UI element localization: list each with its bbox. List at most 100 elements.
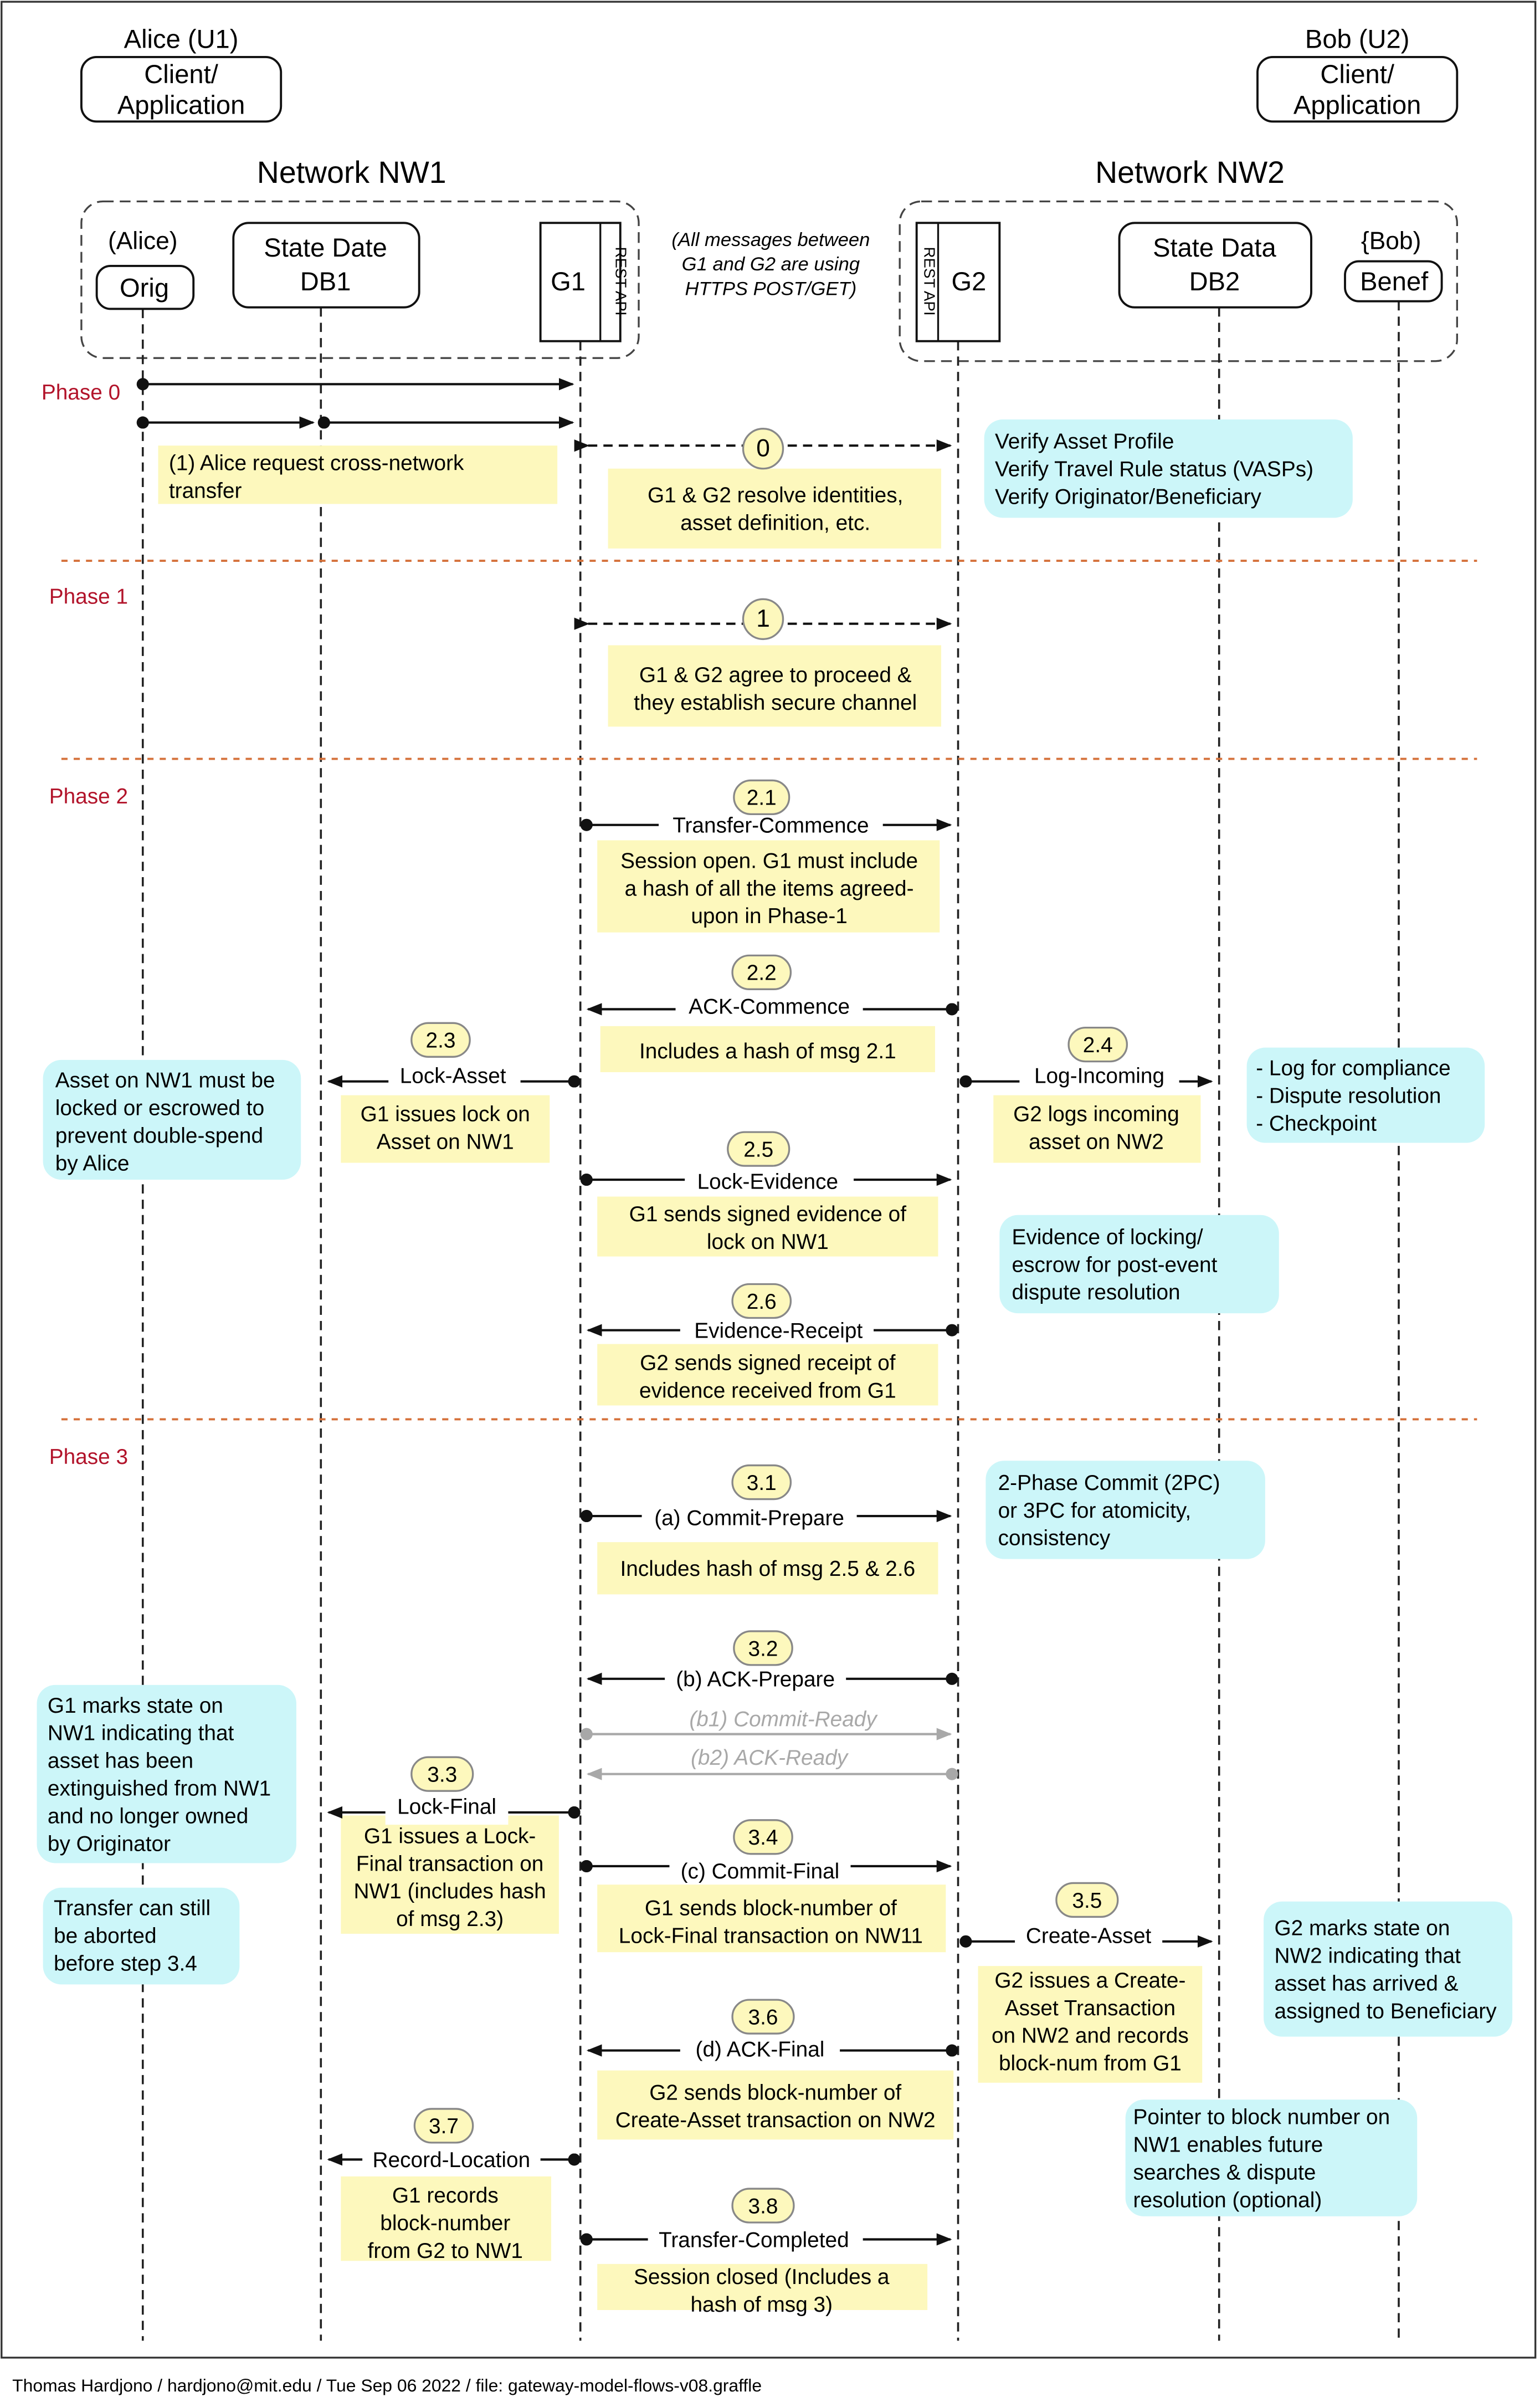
msg-b2-label: (b2) ACK-Ready: [691, 1746, 849, 1770]
badge-2-5: 2.5: [727, 1131, 790, 1167]
node-g1: G1 REST API: [539, 222, 629, 342]
svg-text:asset definition, etc.: asset definition, etc.: [680, 511, 870, 535]
node-db1: State Date DB1: [232, 222, 420, 309]
svg-text:prevent double-spend: prevent double-spend: [55, 1124, 263, 1148]
svg-text:3.6: 3.6: [748, 2005, 778, 2029]
svg-text:3.3: 3.3: [427, 1763, 457, 1787]
cyan-log: - Log for compliance- Dispute resolution…: [1256, 1057, 1451, 1136]
svg-text:searches & dispute: searches & dispute: [1133, 2160, 1316, 2184]
svg-text:G2 logs incoming: G2 logs incoming: [1013, 1103, 1179, 1126]
svg-text:2.4: 2.4: [1083, 1033, 1113, 1057]
svg-text:NW2 indicating that: NW2 indicating that: [1274, 1944, 1461, 1968]
cyan-2pc: 2-Phase Commit (2PC) or 3PC for atomicity…: [998, 1471, 1220, 1550]
svg-text:a hash of all the items agreed: a hash of all the items agreed-: [625, 877, 914, 900]
note-1: G1 & G2 agree to proceed &they establish…: [634, 663, 917, 715]
msg-2-1-label: Transfer-Commence: [673, 814, 869, 838]
svg-text:G1 records: G1 records: [392, 2184, 499, 2208]
msg-2-2-label: ACK-Commence: [689, 995, 850, 1019]
badge-2-1: 2.1: [733, 779, 790, 816]
msg-3-4-label: (c) Commit-Final: [681, 1860, 840, 1883]
svg-text:Final transaction on: Final transaction on: [356, 1852, 544, 1876]
svg-text:1: 1: [756, 605, 770, 632]
actor-bob-line1: Client/: [1320, 59, 1394, 89]
svg-text:Create-Asset transaction on NW: Create-Asset transaction on NW2: [615, 2108, 936, 2132]
svg-text:block-num from G1: block-num from G1: [999, 2052, 1182, 2076]
note-3-1: Includes hash of msg 2.5 & 2.6: [620, 1557, 915, 1581]
node-benef-label: Benef: [1360, 267, 1429, 296]
svg-text:escrow for post-event: escrow for post-event: [1012, 1253, 1218, 1277]
phase-2-label: Phase 2: [49, 785, 128, 808]
phase-dividers: [61, 560, 1477, 1421]
svg-text:Includes hash of msg 2.5 & 2.6: Includes hash of msg 2.5 & 2.6: [620, 1557, 915, 1581]
svg-text:Includes a hash of msg 2.1: Includes a hash of msg 2.1: [639, 1039, 896, 1063]
svg-text:asset has been: asset has been: [48, 1749, 193, 1773]
svg-text:0: 0: [756, 435, 770, 462]
svg-text:evidence received from G1: evidence received from G1: [639, 1379, 896, 1403]
msg-3-6-label: (d) ACK-Final: [696, 2038, 825, 2062]
svg-text:2.5: 2.5: [743, 1138, 773, 1161]
node-orig-tag: (Alice): [108, 227, 178, 254]
node-g1-label: G1: [551, 267, 586, 296]
svg-text:G2 sends signed receipt of: G2 sends signed receipt of: [640, 1351, 896, 1375]
svg-text:locked or escrowed to: locked or escrowed to: [55, 1097, 264, 1120]
svg-text:2-Phase Commit (2PC): 2-Phase Commit (2PC): [998, 1471, 1220, 1495]
msg-3-3-label: Lock-Final: [397, 1795, 496, 1819]
actor-alice-line1: Client/: [144, 59, 218, 89]
svg-text:G1 marks state on: G1 marks state on: [48, 1694, 223, 1718]
node-db1-line2: DB1: [300, 267, 351, 296]
msg-3-8-label: Transfer-Completed: [659, 2228, 849, 2252]
msg-3-2-label: (b) ACK-Prepare: [676, 1668, 835, 1692]
svg-text:transfer: transfer: [169, 479, 242, 503]
svg-text:3.1: 3.1: [747, 1471, 777, 1495]
msg-2-3-label: Lock-Asset: [400, 1064, 506, 1088]
note-3-3: G1 issues a Lock-Final transaction onNW1…: [354, 1824, 546, 1931]
phase-labels: Phase 0 Phase 1 Phase 2 Phase 3: [42, 381, 128, 1469]
message-labels: Transfer-Commence ACK-Commence Lock-Asse…: [362, 811, 1179, 2254]
svg-text:2.6: 2.6: [747, 1290, 777, 1314]
svg-text:asset has arrived &: asset has arrived &: [1274, 1971, 1458, 1995]
svg-text:resolution (optional): resolution (optional): [1133, 2188, 1322, 2212]
step-badges: 0 1 2.1 2.2 2.3 2.4 2.5 2.6 3.1 3.2 3.3 …: [410, 428, 1128, 2224]
badge-3-7: 3.7: [413, 2108, 474, 2144]
yellow-note-texts: (1) Alice request cross-networktransfer …: [169, 452, 1189, 2317]
svg-text:3.4: 3.4: [748, 1826, 778, 1850]
actor-bob: Bob (U2) Client/ Application: [1256, 24, 1459, 123]
node-benef: {Bob) Benef: [1344, 227, 1443, 303]
badge-3-1: 3.1: [731, 1464, 792, 1500]
svg-text:from G2 to NW1: from G2 to NW1: [368, 2239, 523, 2263]
https-note: (All messages between G1 and G2 are usin…: [671, 229, 870, 300]
note-3-7: G1 records block-number from G2 to NW1: [368, 2184, 523, 2263]
cyan-note-boxes: [37, 419, 1513, 2216]
svg-text:Verify Asset Profile: Verify Asset Profile: [995, 430, 1174, 454]
svg-text:by Alice: by Alice: [55, 1151, 130, 1175]
svg-text:2.3: 2.3: [426, 1029, 456, 1053]
cyan-evidence: Evidence of locking/escrow for post-even…: [1012, 1225, 1218, 1304]
svg-text:and no longer owned: and no longer owned: [48, 1804, 248, 1828]
node-orig: (Alice) Orig: [95, 227, 195, 310]
badge-3-3: 3.3: [410, 1756, 474, 1792]
svg-text:consistency: consistency: [998, 1527, 1111, 1550]
actor-alice-name: Alice (U1): [124, 24, 239, 53]
badge-3-5: 3.5: [1055, 1882, 1119, 1918]
svg-text:asset on NW2: asset on NW2: [1029, 1130, 1164, 1154]
svg-text:Verify Originator/Beneficiary: Verify Originator/Beneficiary: [995, 485, 1261, 509]
svg-text:or 3PC for atomicity,: or 3PC for atomicity,: [998, 1499, 1192, 1523]
outer-frame: [1, 1, 1537, 2359]
svg-text:G1 & G2 resolve identities,: G1 & G2 resolve identities,: [648, 484, 903, 508]
svg-text:dispute resolution: dispute resolution: [1012, 1281, 1180, 1304]
svg-text:G1 sends block-number of: G1 sends block-number of: [645, 1897, 897, 1921]
badge-0: 0: [742, 428, 784, 470]
svg-text:- Log for compliance: - Log for compliance: [1256, 1057, 1451, 1080]
node-orig-label: Orig: [120, 273, 169, 302]
phase-0-label: Phase 0: [42, 381, 120, 404]
svg-text:block-number: block-number: [380, 2211, 510, 2235]
svg-text:- Checkpoint: - Checkpoint: [1256, 1112, 1377, 1135]
svg-text:assigned to Beneficiary: assigned to Beneficiary: [1274, 1999, 1497, 2023]
